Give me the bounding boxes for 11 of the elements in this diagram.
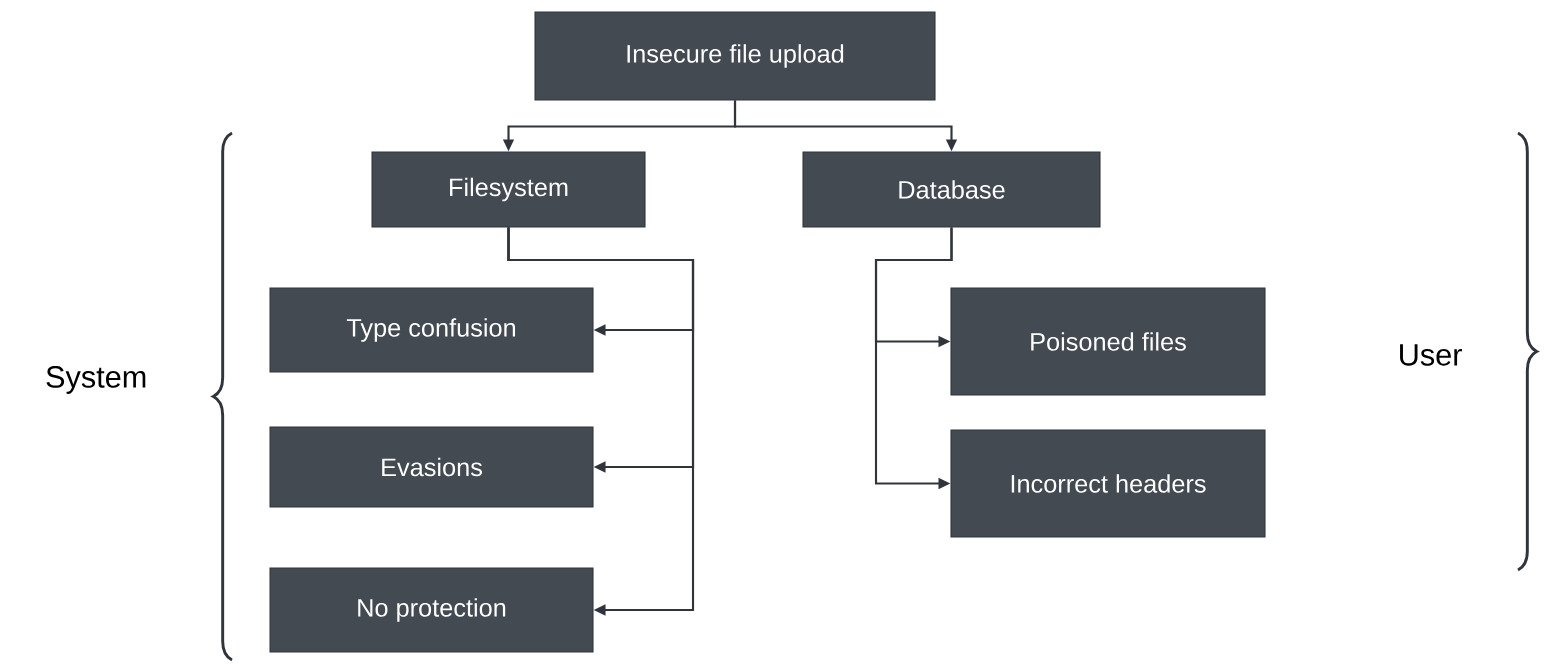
arrow — [507, 227, 695, 616]
process-box: Evasions — [269, 426, 594, 508]
process-box: Type confusion — [269, 287, 594, 373]
process-box: Database — [802, 151, 1101, 228]
process-box: No protection — [269, 567, 594, 653]
process-box: Insecure file upload — [534, 11, 936, 101]
process-box: Poisoned files — [950, 287, 1266, 396]
side-label: System — [46, 366, 146, 394]
process-box: Filesystem — [371, 151, 646, 228]
process-box: Incorrect headers — [950, 429, 1266, 538]
side-label: User — [1400, 344, 1462, 366]
